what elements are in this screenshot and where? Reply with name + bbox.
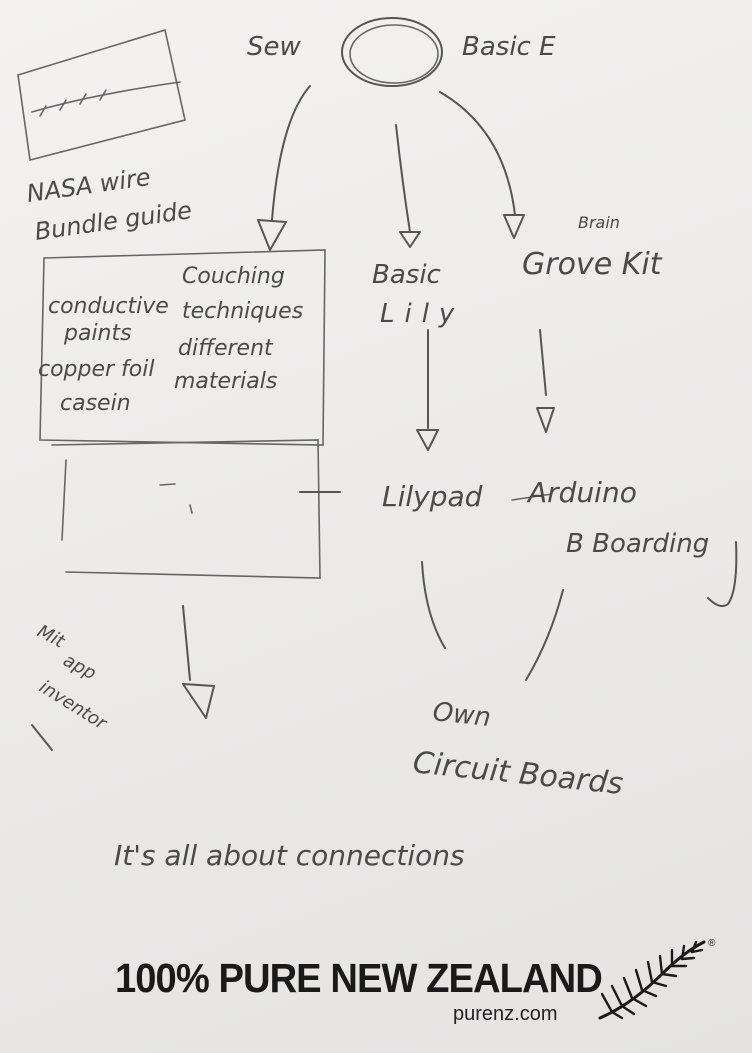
b-boarding-hook bbox=[707, 541, 738, 607]
mit-dash bbox=[31, 724, 53, 751]
center-circle bbox=[341, 17, 443, 87]
label-basic-e: Basic E bbox=[462, 32, 556, 62]
arrow-mit bbox=[182, 605, 191, 681]
lower-box-left-mark bbox=[61, 459, 67, 541]
arrowhead-basic-lily bbox=[399, 231, 421, 248]
registered-mark: ® bbox=[708, 938, 716, 949]
curve-left bbox=[421, 561, 446, 649]
arrow-grove bbox=[439, 91, 516, 216]
arrowhead-grove bbox=[503, 214, 525, 239]
label-app: app bbox=[60, 650, 100, 684]
silver-fern-icon: ® bbox=[598, 938, 716, 1020]
lower-box-marks bbox=[159, 483, 193, 514]
arrowhead-mit bbox=[182, 683, 215, 719]
label-nasa-wire: NASA wire bbox=[25, 163, 152, 208]
brand-title: 100% PURE NEW ZEALAND bbox=[115, 955, 603, 1001]
box-item-paints: paints bbox=[63, 321, 132, 346]
wire-sketch-frame bbox=[17, 28, 186, 161]
label-grove-kit: Grove Kit bbox=[522, 247, 663, 282]
label-inventor: inventor bbox=[35, 676, 111, 734]
label-lily: Lily bbox=[380, 299, 464, 329]
arduino-dash bbox=[511, 493, 553, 501]
label-sew: Sew bbox=[247, 32, 302, 62]
tagline: It's all about connections bbox=[114, 839, 465, 872]
box-item-different: different bbox=[178, 336, 274, 361]
label-mit: Mit bbox=[34, 621, 69, 653]
wire-sketch-ticks bbox=[39, 89, 107, 117]
label-brain: Brain bbox=[578, 213, 620, 232]
arrowhead-sew bbox=[257, 219, 287, 251]
label-own: Own bbox=[431, 697, 492, 733]
lower-box bbox=[51, 439, 321, 579]
arrow-sew bbox=[271, 85, 311, 221]
brand-url[interactable]: purenz.com bbox=[453, 1003, 558, 1025]
box-item-conductive: conductive bbox=[48, 294, 169, 319]
arrowhead-arduino bbox=[536, 407, 555, 433]
box-item-casein: casein bbox=[60, 391, 131, 416]
label-lilypad: Lilypad bbox=[382, 480, 483, 513]
arrow-basic-lily bbox=[395, 124, 411, 233]
box-item-couching: Couching bbox=[182, 264, 285, 289]
label-b-boarding: B Boarding bbox=[566, 529, 709, 559]
center-circle-inner bbox=[349, 24, 439, 84]
box-item-materials: materials bbox=[174, 369, 277, 394]
curve-right bbox=[525, 589, 564, 681]
label-arduino: Arduino bbox=[526, 476, 637, 509]
wire-sketch-line bbox=[31, 81, 181, 113]
techniques-box bbox=[39, 249, 326, 446]
arrowhead-lilypad bbox=[416, 429, 439, 451]
label-basic: Basic bbox=[372, 260, 441, 290]
label-circuit-boards: Circuit Boards bbox=[411, 745, 625, 802]
arrow-arduino bbox=[539, 329, 547, 396]
box-item-techniques: techniques bbox=[182, 299, 303, 324]
box-item-copper-foil: copper foil bbox=[38, 357, 155, 382]
